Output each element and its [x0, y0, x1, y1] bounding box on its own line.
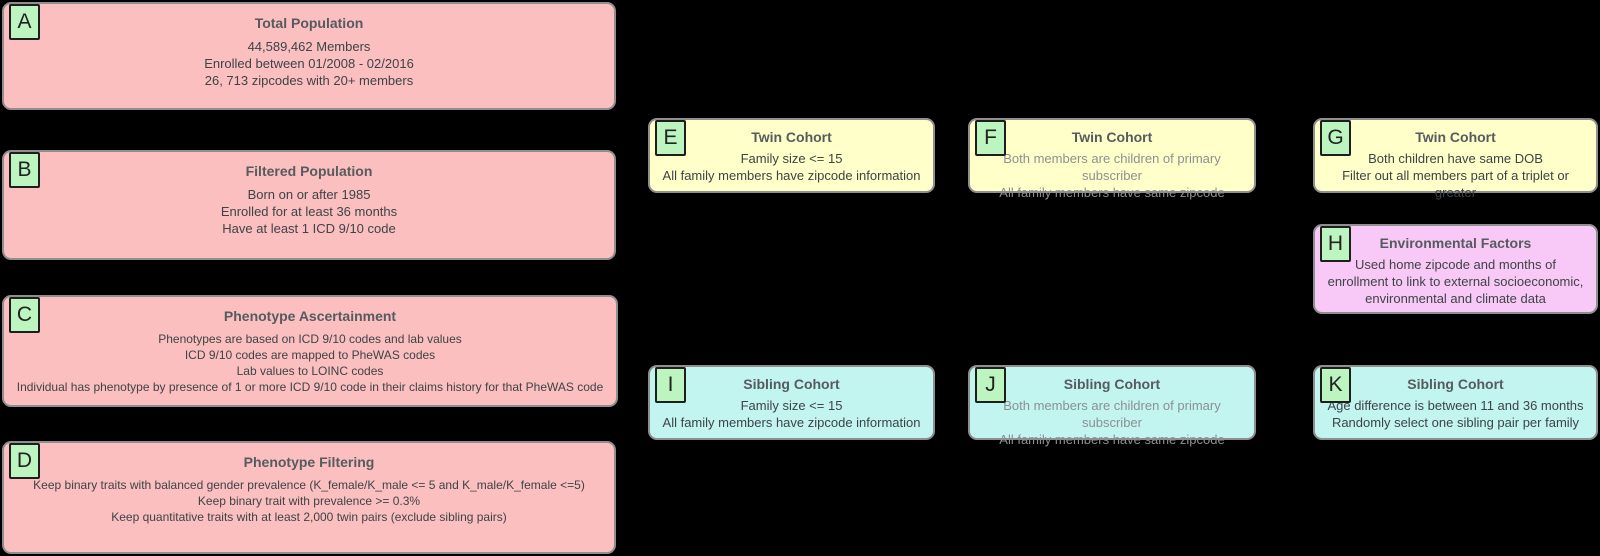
node-line: Lab values to LOINC codes — [236, 364, 384, 378]
node-title: Sibling Cohort — [1063, 376, 1161, 392]
node-line: Keep quantitative traits with at least 2… — [111, 510, 507, 524]
step-badge-i: I — [655, 367, 686, 403]
step-badge-j: J — [975, 367, 1006, 403]
node-title: Phenotype Ascertainment — [223, 308, 397, 324]
node-line: Born on or after 1985 — [247, 187, 371, 202]
node-sibling-cohort-k: K Sibling Cohort Age difference is betwe… — [1313, 365, 1598, 440]
node-title: Twin Cohort — [1415, 129, 1496, 145]
node-line: Enrolled between 01/2008 - 02/2016 — [204, 56, 414, 71]
node-line: Both children have same DOB — [1368, 151, 1543, 166]
node-line: All family members have same zipcode — [999, 185, 1225, 200]
node-line: Have at least 1 ICD 9/10 code — [222, 221, 396, 236]
node-line: Enrolled for at least 36 months — [220, 204, 398, 219]
node-line: All family members have same zipcode — [999, 432, 1225, 447]
node-line: Age difference is between 11 and 36 mont… — [1327, 398, 1584, 413]
node-line: ICD 9/10 codes are mapped to PheWAS code… — [184, 348, 436, 362]
node-total-population: A Total Population 44,589,462 Members En… — [2, 2, 616, 110]
node-title: Sibling Cohort — [1407, 376, 1504, 392]
step-badge-a: A — [9, 4, 40, 40]
node-sibling-cohort-i: I Sibling Cohort Family size <= 15 All f… — [648, 365, 935, 440]
node-sibling-cohort-j: J Sibling Cohort Both members are childr… — [968, 365, 1256, 447]
node-line: Used home zipcode and months of enrollme… — [1327, 257, 1584, 306]
node-line: Keep binary trait with prevalence >= 0.3… — [197, 494, 421, 508]
step-badge-b: B — [9, 152, 40, 188]
node-phenotype-ascertainment: C Phenotype Ascertainment Phenotypes are… — [2, 295, 618, 407]
node-line: Both members are children of primary sub… — [1003, 151, 1221, 183]
node-title: Sibling Cohort — [743, 376, 840, 392]
node-title: Filtered Population — [245, 163, 373, 179]
node-environmental-factors: H Environmental Factors Used home zipcod… — [1313, 224, 1598, 314]
node-line: 44,589,462 Members — [247, 39, 371, 54]
node-line: All family members have zipcode informat… — [662, 415, 921, 430]
node-line: Phenotypes are based on ICD 9/10 codes a… — [158, 332, 462, 346]
node-title: Twin Cohort — [751, 129, 832, 145]
node-title: Total Population — [254, 15, 364, 31]
node-line: All family members have zipcode informat… — [662, 168, 921, 183]
step-badge-h: H — [1320, 226, 1351, 262]
node-twin-cohort-g: G Twin Cohort Both children have same DO… — [1313, 118, 1598, 200]
node-line: 26, 713 zipcodes with 20+ members — [204, 73, 414, 88]
node-title: Environmental Factors — [1379, 235, 1532, 251]
node-filtered-population: B Filtered Population Born on or after 1… — [2, 150, 616, 260]
step-badge-d: D — [9, 443, 40, 479]
node-twin-cohort-e: E Twin Cohort Family size <= 15 All fami… — [648, 118, 935, 193]
node-line: Keep binary traits with balanced gender … — [33, 478, 585, 492]
node-line: Randomly select one sibling pair per fam… — [1331, 415, 1580, 430]
node-twin-cohort-f: F Twin Cohort Both members are children … — [968, 118, 1256, 200]
step-badge-k: K — [1320, 367, 1351, 403]
node-line: Individual has phenotype by presence of … — [16, 380, 604, 394]
step-badge-g: G — [1320, 120, 1351, 156]
step-badge-e: E — [655, 120, 686, 156]
step-badge-f: F — [975, 120, 1006, 156]
node-line: Family size <= 15 — [740, 151, 843, 166]
node-line: Family size <= 15 — [740, 398, 843, 413]
node-line: Both members are children of primary sub… — [1003, 398, 1221, 430]
node-title: Phenotype Filtering — [243, 454, 375, 470]
step-badge-c: C — [9, 297, 40, 333]
node-line: Filter out all members part of a triplet… — [1342, 168, 1569, 200]
node-title: Twin Cohort — [1071, 129, 1153, 145]
node-phenotype-filtering: D Phenotype Filtering Keep binary traits… — [2, 441, 616, 554]
